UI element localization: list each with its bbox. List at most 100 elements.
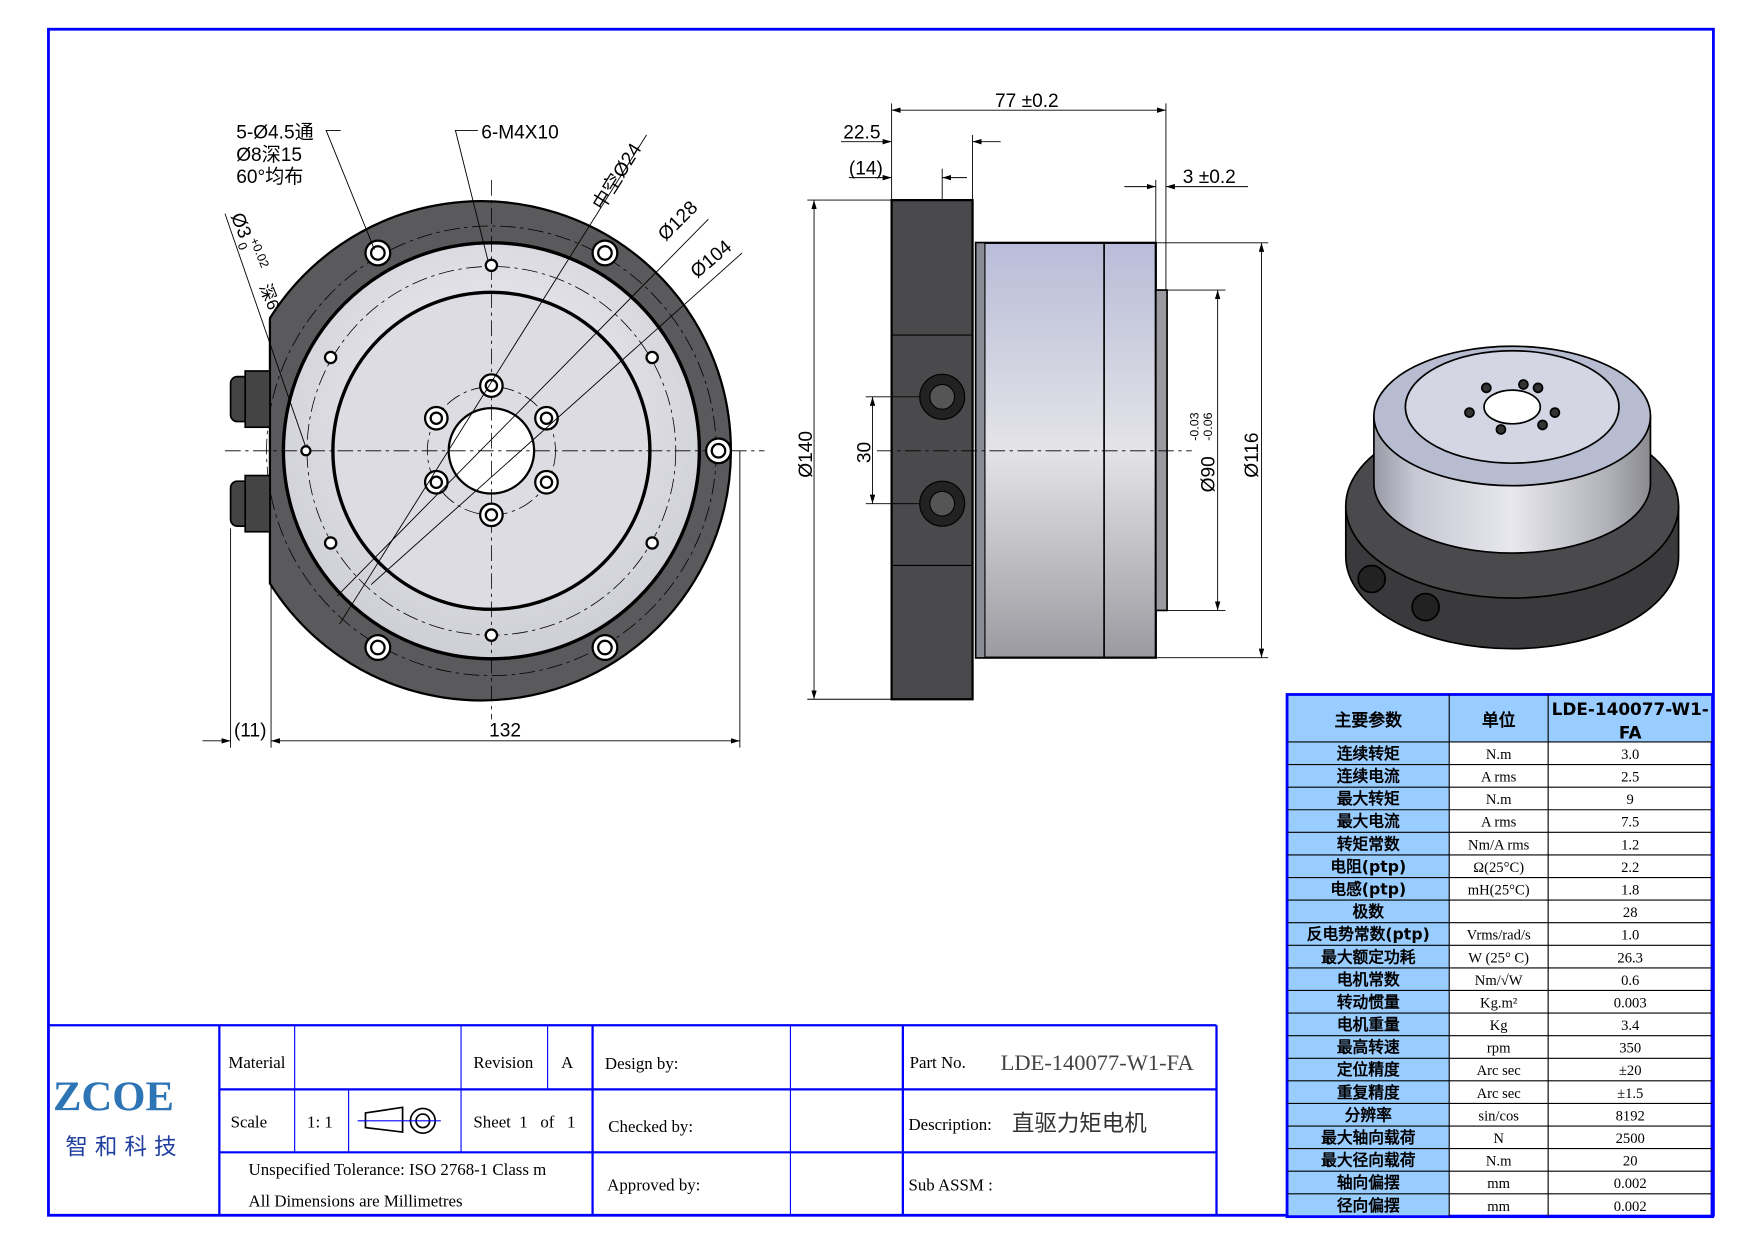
spec-param: 电机重量 [1337, 1015, 1400, 1034]
dia-140-label: Ø140 [796, 431, 817, 478]
counterbore-holes [364, 239, 732, 662]
spec-param: 电机常数 [1337, 970, 1400, 989]
dim-30-label: 30 [854, 442, 875, 463]
dia-128-label: Ø128 [654, 197, 702, 245]
rotor-holes [423, 373, 559, 528]
spec-unit: Arc sec [1477, 1063, 1522, 1079]
dia-116-label: Ø116 [1242, 432, 1263, 477]
spec-param: 分辨率 [1345, 1105, 1392, 1124]
spec-param: 重复精度 [1337, 1083, 1400, 1102]
sheet-label: Sheet 1 of 1 [473, 1113, 575, 1132]
spec-row: 最高转速 rpm 350 [1287, 1035, 1713, 1057]
spec-unit: N.m [1486, 747, 1512, 763]
spec-unit: sin/cos [1478, 1108, 1519, 1124]
flange-side [890, 198, 974, 701]
spec-row: 连续转矩 N.m 3.0 [1337, 744, 1640, 763]
spec-value: 2500 [1616, 1131, 1645, 1147]
front-view: 5-Ø4.5通 Ø8深15 60°均布 6-M4X10 Ø3 +0.02 0 深… [202, 121, 765, 748]
spec-param: 最高转速 [1337, 1038, 1400, 1057]
spec-unit: Kg [1490, 1018, 1509, 1034]
callout-pin-tol: +0.02 [247, 235, 272, 269]
spec-param: 电感(ptp) [1330, 879, 1406, 898]
spec-unit: N [1493, 1131, 1504, 1147]
spec-param: 连续电流 [1337, 767, 1400, 786]
projection-symbol-icon [357, 1106, 441, 1135]
callout-holes-line1: 5-Ø4.5通 [236, 121, 314, 143]
dia-90-tol-low: -0.06 [1201, 412, 1215, 440]
spec-row: 轴向偏摆 mm 0.002 [1287, 1170, 1713, 1192]
spec-value: 1.8 [1621, 882, 1639, 898]
spec-row: 最大轴向载荷 N 2500 [1287, 1125, 1713, 1147]
thread-holes [300, 258, 659, 642]
header-unit: 单位 [1482, 710, 1516, 730]
cable-connectors [229, 370, 271, 533]
spec-unit: Nm/A rms [1468, 837, 1530, 853]
spec-param: 最大额定功耗 [1321, 947, 1416, 966]
dim-length: 77 ±0.2 [995, 91, 1059, 112]
dia-104-label: Ø104 [687, 236, 737, 282]
spec-param: 轴向偏摆 [1337, 1173, 1400, 1192]
rotor-stub [1154, 289, 1168, 612]
spec-value: 9 [1627, 792, 1634, 808]
spec-row: 极数 28 [1287, 899, 1713, 921]
approved-by-label: Approved by: [607, 1176, 700, 1195]
spec-param: 极数 [1353, 902, 1385, 921]
spec-unit: W (25° C) [1468, 950, 1529, 966]
spec-param: 最大轴向载荷 [1321, 1128, 1416, 1147]
callout-holes-line3: 60°均布 [236, 166, 303, 188]
spec-value: 0.002 [1614, 1176, 1647, 1192]
scale-label: Scale [231, 1113, 268, 1132]
spec-row: 转动惯量 Kg.m² 0.003 [1287, 989, 1713, 1011]
sub-assm-label: Sub ASSM : [908, 1176, 992, 1195]
spec-value: 0.003 [1614, 995, 1647, 1011]
spec-param: 连续转矩 [1337, 744, 1400, 763]
spec-unit: mm [1487, 1199, 1510, 1215]
spec-unit: mm [1487, 1176, 1510, 1192]
header-param: 主要参数 [1335, 710, 1403, 730]
spec-unit: Nm/√W [1475, 973, 1523, 989]
spec-value: 3.0 [1621, 747, 1639, 763]
dia-hollow-label: 中空Ø24 [588, 139, 646, 214]
dim-flange: 22.5 [843, 122, 880, 143]
spec-param: 最大电流 [1337, 812, 1400, 831]
spec-unit: Vrms/rad/s [1467, 928, 1531, 944]
spec-unit: Arc sec [1477, 1086, 1522, 1102]
spec-value: 20 [1623, 1154, 1638, 1170]
spec-unit: rpm [1487, 1041, 1511, 1057]
callout-holes-line2: Ø8深15 [236, 144, 302, 166]
spec-param: 最大径向载荷 [1321, 1151, 1416, 1170]
spec-param: 定位精度 [1337, 1060, 1400, 1079]
spec-value: 8192 [1616, 1108, 1645, 1124]
spec-row: 分辨率 sin/cos 8192 [1287, 1102, 1713, 1124]
spec-unit: Kg.m² [1480, 995, 1518, 1011]
spec-param: 转矩常数 [1337, 834, 1400, 853]
dim-14: (14) [849, 158, 883, 179]
spec-value: 28 [1623, 905, 1638, 921]
header-model-line1: LDE-140077-W1- [1552, 699, 1709, 719]
description-label: Description: [908, 1115, 991, 1134]
spec-value: 350 [1619, 1041, 1641, 1057]
callout-pin: Ø3 [226, 210, 255, 242]
dim-stub: 3 ±0.2 [1183, 167, 1236, 188]
revision-label: Revision [473, 1053, 534, 1072]
sheet-border [47, 27, 1715, 1217]
description-value: 直驱力矩电机 [1012, 1111, 1147, 1137]
spec-unit: N.m [1486, 792, 1512, 808]
spec-value: ±20 [1619, 1063, 1642, 1079]
spec-unit: mH(25°C) [1468, 882, 1530, 898]
spec-param: 转动惯量 [1337, 992, 1400, 1011]
spec-unit: Ω(25°C) [1473, 860, 1524, 876]
title-block: ZCOE 智 和 科 技 Material Revision A Scale 1… [48, 1024, 1218, 1216]
spec-value: 0.002 [1614, 1199, 1647, 1215]
checked-by-label: Checked by: [608, 1117, 693, 1136]
spec-value: 3.4 [1621, 1018, 1640, 1034]
spec-value: 26.3 [1617, 950, 1643, 966]
design-by-label: Design by: [605, 1054, 679, 1073]
spec-unit: A rms [1481, 770, 1517, 786]
